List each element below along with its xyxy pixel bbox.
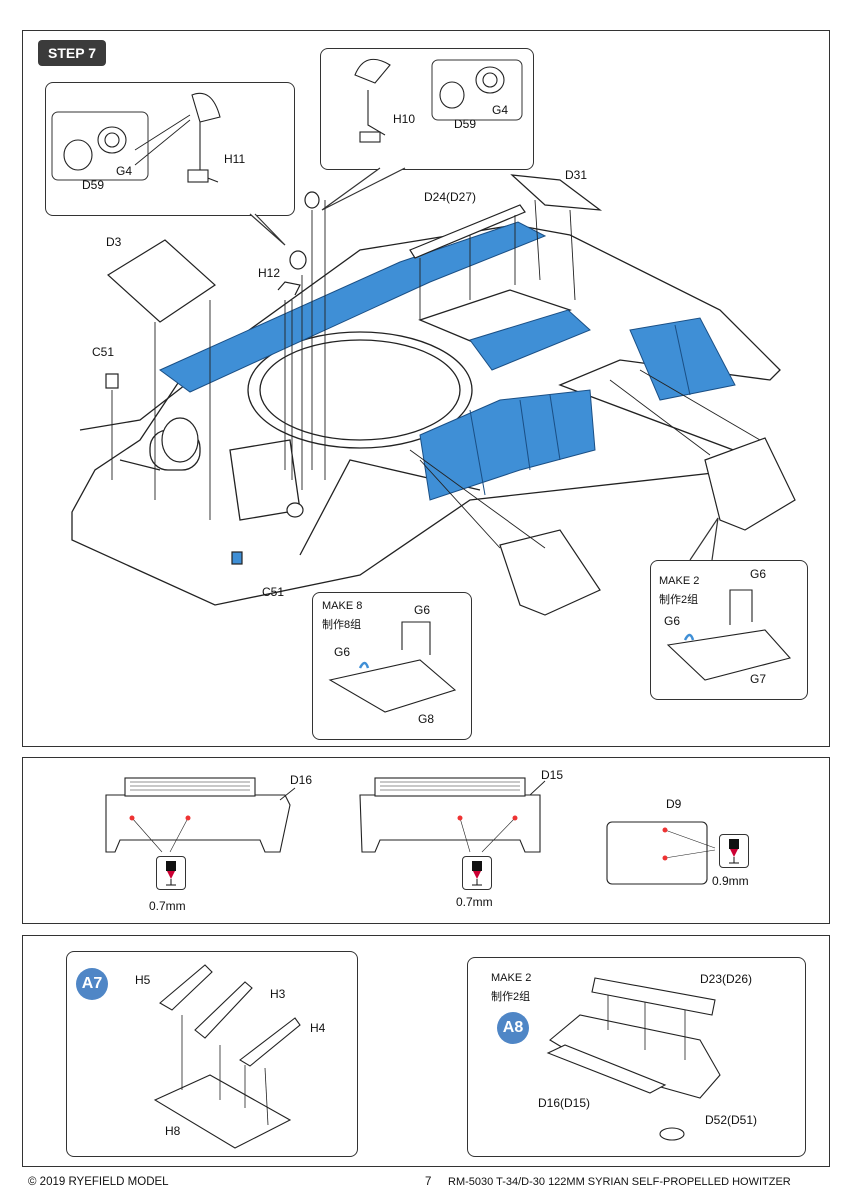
badge-a7: A7 [76, 968, 108, 1000]
make2-subtitle: 制作2组 [659, 594, 699, 606]
label-d3: D3 [106, 235, 122, 249]
label-h8: H8 [165, 1124, 181, 1138]
drill-size-2: 0.7mm [456, 895, 493, 909]
callout-right-inset [320, 48, 534, 170]
label-right-g4: G4 [492, 103, 509, 117]
label-h4: H4 [310, 1021, 326, 1035]
callout-make2 [650, 560, 808, 700]
badge-a8: A8 [497, 1012, 529, 1044]
label-d24: D24(D27) [424, 190, 477, 204]
a8-title: MAKE 2 [491, 972, 532, 984]
label-h12: H12 [258, 266, 281, 280]
label-d31: D31 [565, 168, 588, 182]
make8-g6-side: G6 [334, 645, 351, 659]
label-left-g4: G4 [116, 164, 133, 178]
label-h3: H3 [270, 987, 286, 1001]
make8-title: MAKE 8 [322, 600, 363, 612]
drill-size-1: 0.7mm [149, 899, 186, 913]
label-d15: D15 [541, 768, 564, 782]
footer-page-number: 7 [425, 1176, 432, 1188]
drill-icon-3 [719, 834, 749, 868]
make2-g7: G7 [750, 672, 767, 686]
a8-subtitle: 制作2组 [491, 991, 531, 1003]
label-d9: D9 [666, 797, 682, 811]
make2-g6-top: G6 [750, 567, 767, 581]
make2-g6-side: G6 [664, 614, 681, 628]
make8-g6-top: G6 [414, 603, 431, 617]
label-d52: D52(D51) [705, 1113, 758, 1127]
label-right-d59: D59 [454, 117, 477, 131]
label-left-h11: H11 [224, 152, 246, 166]
make8-subtitle: 制作8组 [322, 619, 362, 631]
label-c51-bottom: C51 [262, 585, 285, 599]
drill-icon-1 [156, 856, 186, 890]
drill-icon-2 [462, 856, 492, 890]
label-d16: D16 [290, 773, 313, 787]
make2-title: MAKE 2 [659, 575, 700, 587]
label-h5: H5 [135, 973, 151, 987]
footer-product: RM-5030 T-34/D-30 122MM SYRIAN SELF-PROP… [448, 1176, 791, 1188]
make8-g8: G8 [418, 712, 435, 726]
footer-copyright: © 2019 RYEFIELD MODEL [28, 1176, 169, 1188]
label-c51-top: C51 [92, 345, 115, 359]
label-right-h10: H10 [393, 112, 416, 126]
label-left-d59: D59 [82, 178, 105, 192]
drill-size-3: 0.9mm [712, 874, 749, 888]
label-d23: D23(D26) [700, 972, 753, 986]
step-label: STEP 7 [38, 40, 106, 66]
label-a8-d16: D16(D15) [538, 1096, 591, 1110]
